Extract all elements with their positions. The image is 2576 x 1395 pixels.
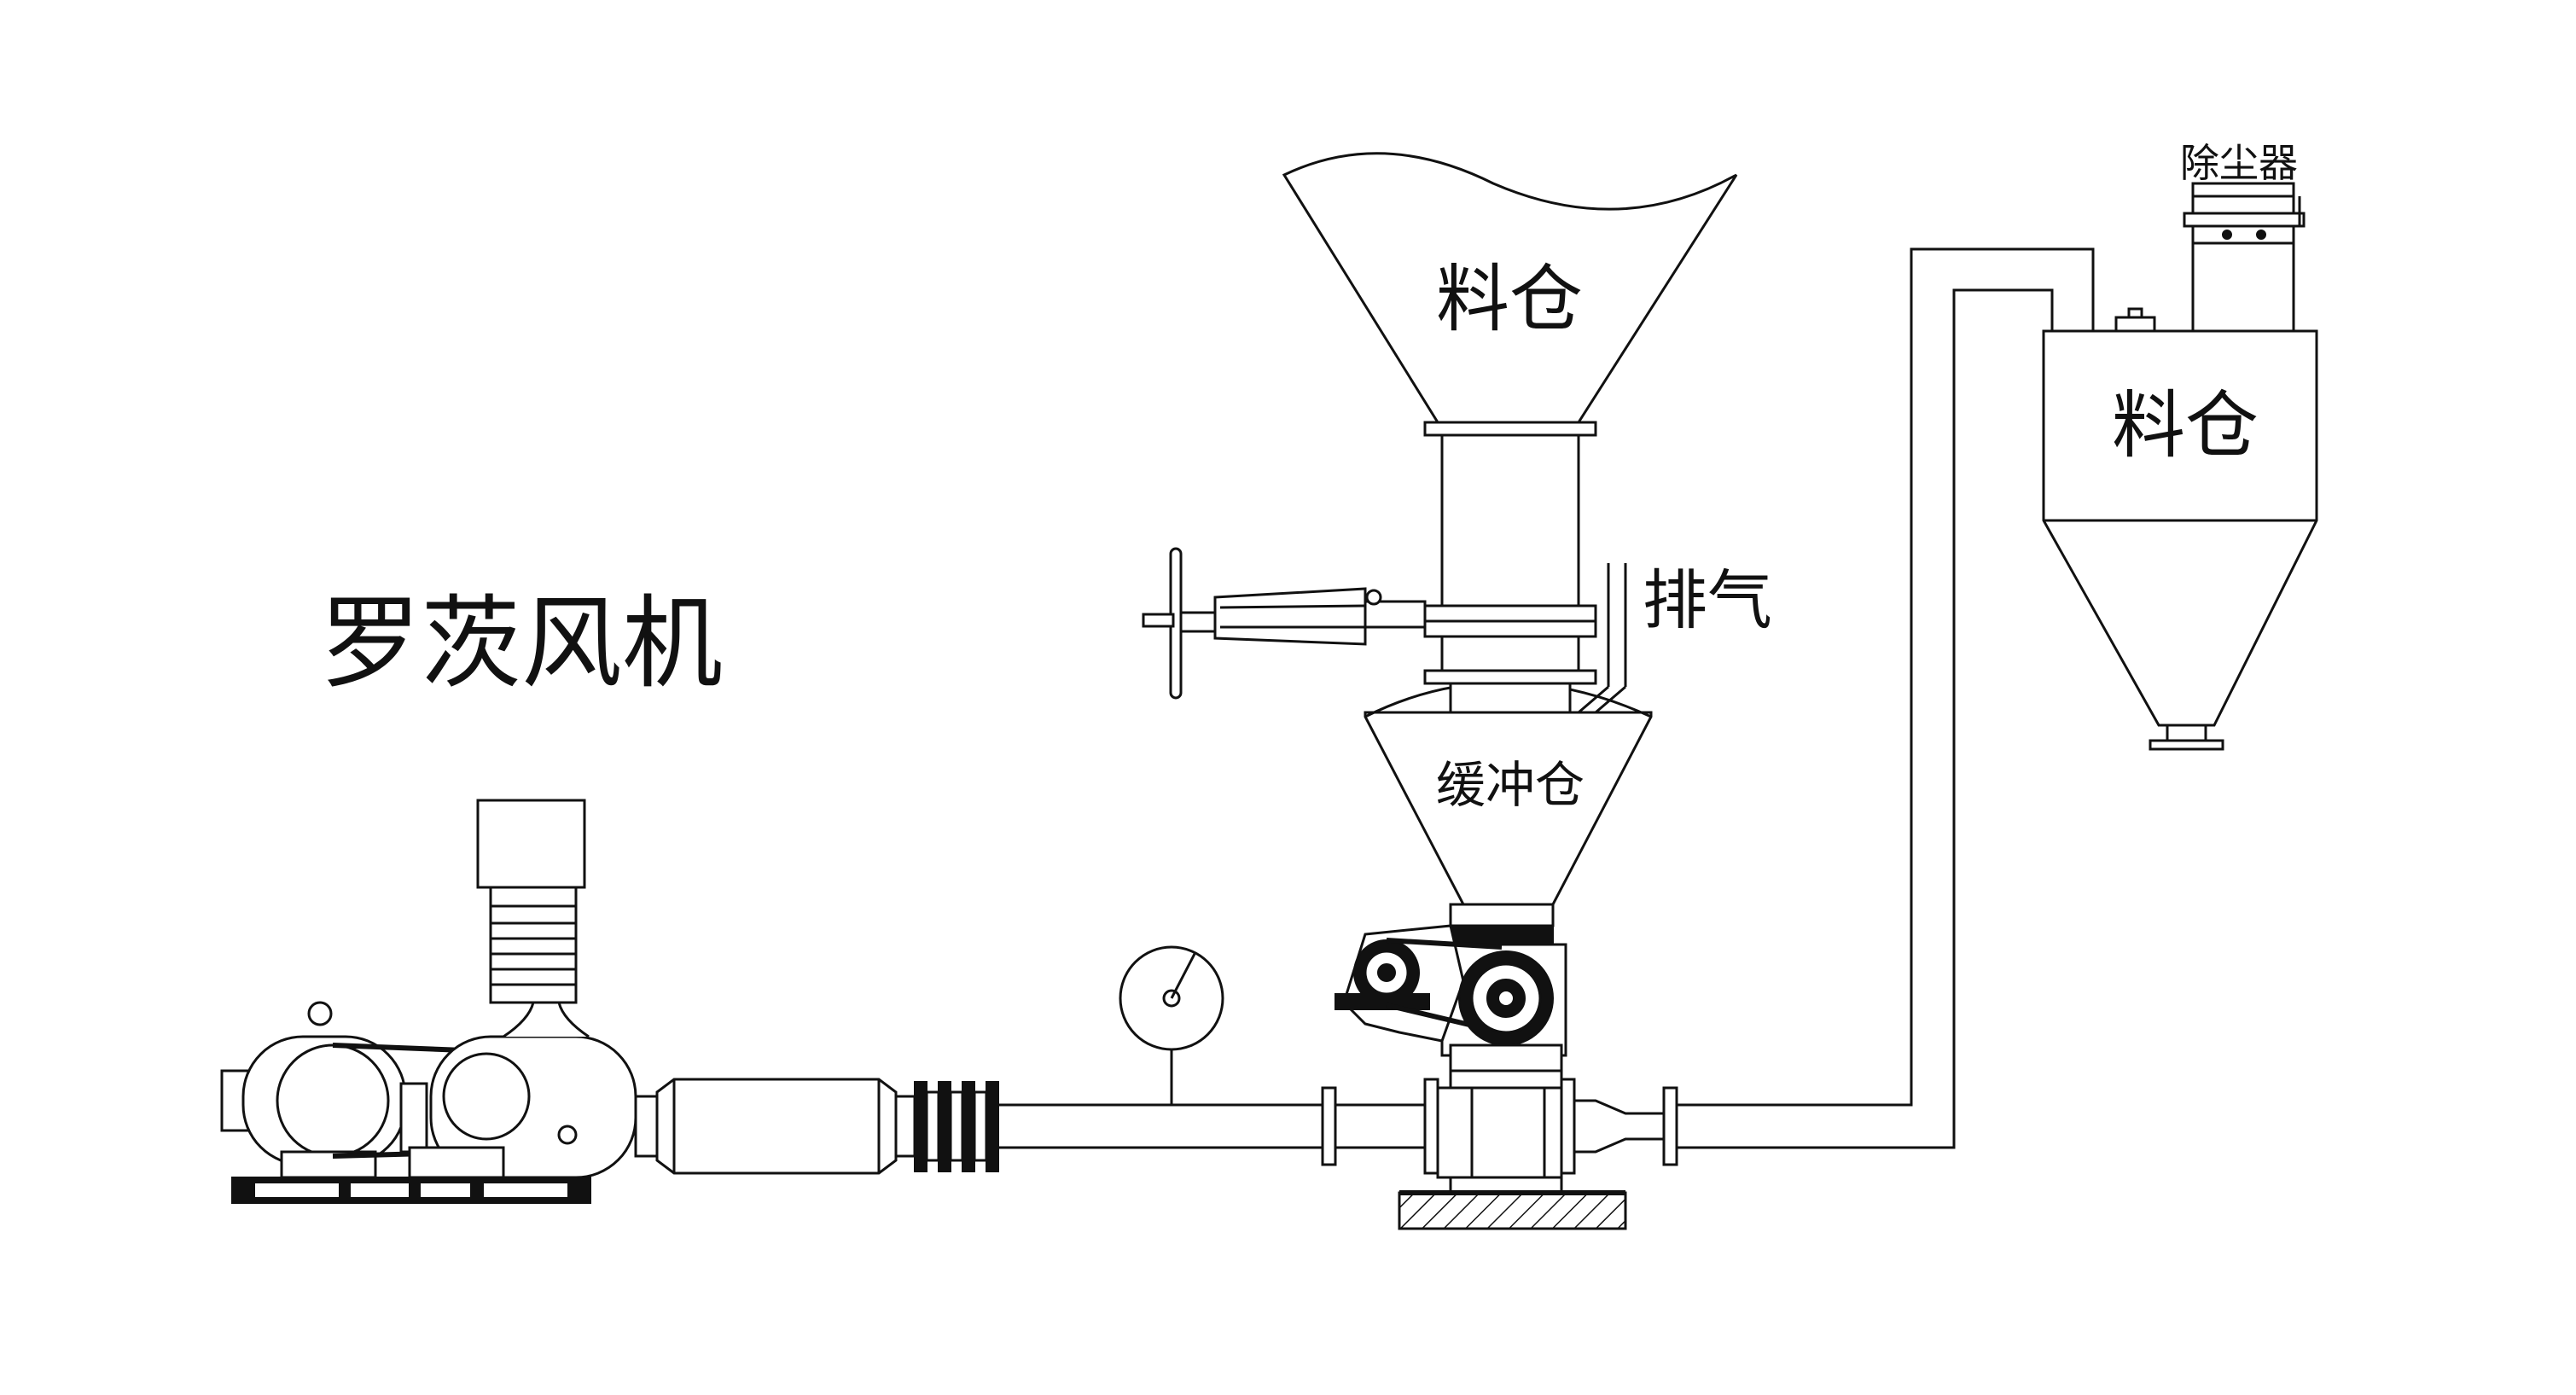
discharge-pipe [1677, 247, 2095, 1149]
belt-guard [399, 1082, 428, 1154]
flexible-joint [894, 1081, 999, 1172]
pressure-gauge [1119, 945, 1224, 1105]
vent-pipe [1578, 563, 1627, 714]
right-silo [2042, 307, 2318, 751]
roots-blower [220, 799, 999, 1204]
blower-motor [220, 1001, 407, 1179]
top-silo [1282, 152, 1738, 714]
slide-valve [1142, 547, 1427, 700]
conveying-pipe [998, 1078, 1439, 1175]
dust-collector [2183, 182, 2306, 333]
blower-base [231, 1177, 591, 1204]
rotary-valve-drive [1335, 924, 1567, 1072]
right-silo-label: 料仓 [2112, 383, 2259, 468]
buffer-bin [1364, 681, 1653, 927]
feeder-body [1436, 1069, 1678, 1194]
foundation [1398, 1190, 1627, 1230]
top-silo-label: 料仓 [1436, 257, 1583, 342]
dust-collector-label: 除尘器 [2180, 140, 2298, 186]
blower-casing [408, 1035, 637, 1179]
outlet-silencer [634, 1078, 898, 1175]
blower-label: 罗茨风机 [320, 584, 723, 702]
vent-label: 排气 [1643, 562, 1772, 638]
inlet-silencer [476, 799, 590, 1038]
buffer-label: 缓冲仓 [1436, 756, 1585, 814]
